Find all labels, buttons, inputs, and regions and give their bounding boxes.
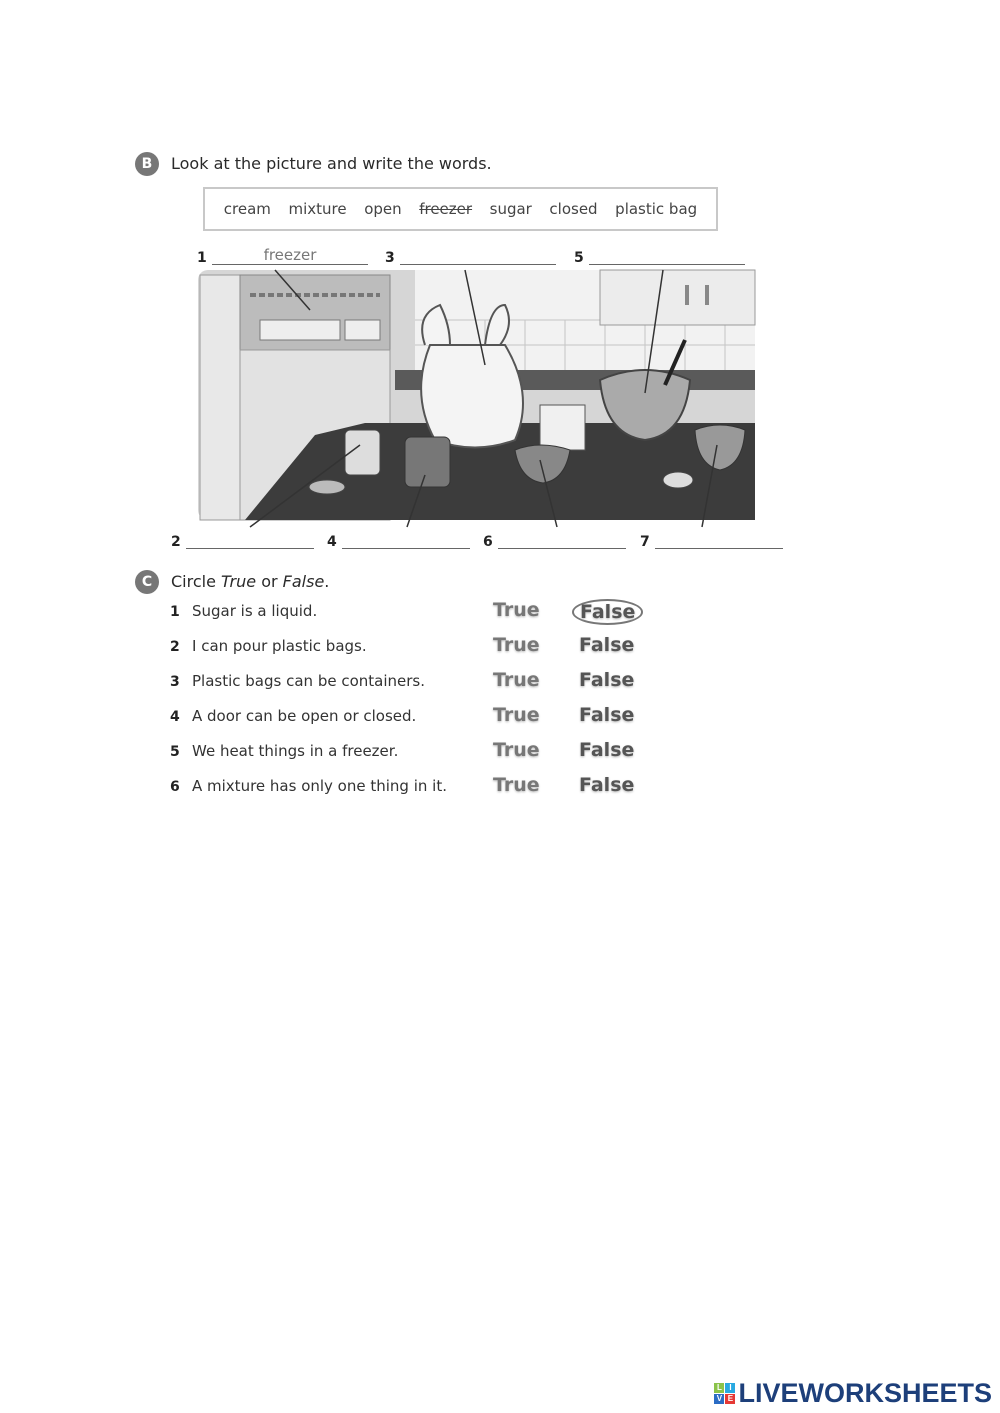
instruction-text: Circle — [171, 572, 222, 591]
tf-question-row: 1 Sugar is a liquid. True False — [170, 599, 670, 625]
tf-question-row: 5 We heat things in a freezer. True Fals… — [170, 739, 670, 765]
question-text: I can pour plastic bags. — [192, 637, 367, 655]
blank-number: 7 — [640, 534, 650, 550]
blank-number: 3 — [385, 250, 395, 266]
true-option[interactable]: True — [493, 634, 540, 656]
question-text: We heat things in a freezer. — [192, 742, 399, 760]
answer-input-2[interactable] — [186, 530, 314, 549]
false-option[interactable]: False — [572, 599, 644, 625]
question-number: 6 — [170, 779, 180, 795]
question-number: 4 — [170, 709, 180, 725]
question-text: A door can be open or closed. — [192, 707, 417, 725]
question-number: 5 — [170, 744, 180, 760]
question-number: 1 — [170, 604, 180, 620]
false-option[interactable]: False — [579, 704, 635, 726]
word-bank-item: mixture — [288, 200, 347, 218]
kitchen-illustration — [198, 269, 756, 528]
true-option[interactable]: True — [493, 704, 540, 726]
word-bank: cream mixture open freezer sugar closed … — [203, 187, 718, 231]
word-bank-item: open — [364, 200, 402, 218]
question-text: Plastic bags can be containers. — [192, 672, 425, 690]
answer-input-5[interactable] — [589, 246, 745, 265]
instruction-false: False — [282, 572, 325, 591]
word-bank-item: cream — [223, 200, 271, 218]
section-b-badge: B — [135, 152, 159, 176]
question-text: A mixture has only one thing in it. — [192, 777, 447, 795]
blank-number: 2 — [171, 534, 181, 550]
section-c-instruction: Circle True or False. — [171, 572, 329, 591]
answer-input-1[interactable]: freezer — [212, 246, 368, 265]
blank-number: 4 — [327, 534, 337, 550]
section-c-badge: C — [135, 570, 159, 594]
blank-number: 6 — [483, 534, 493, 550]
answer-input-4[interactable] — [342, 530, 470, 549]
tf-question-row: 6 A mixture has only one thing in it. Tr… — [170, 774, 670, 800]
logo-text: LIVEWORKSHEETS — [738, 1378, 992, 1408]
word-bank-item: closed — [549, 200, 598, 218]
instruction-text: or — [256, 572, 283, 591]
word-bank-item-used: freezer — [419, 200, 473, 218]
word-bank-item: sugar — [489, 200, 532, 218]
false-option[interactable]: False — [579, 669, 635, 691]
blank-number: 1 — [197, 250, 207, 266]
tf-question-row: 3 Plastic bags can be containers. True F… — [170, 669, 670, 695]
answer-input-7[interactable] — [655, 530, 783, 549]
tf-question-row: 4 A door can be open or closed. True Fal… — [170, 704, 670, 730]
true-option[interactable]: True — [493, 774, 540, 796]
true-option[interactable]: True — [493, 739, 540, 761]
true-option[interactable]: True — [493, 669, 540, 691]
false-option[interactable]: False — [579, 774, 635, 796]
false-option[interactable]: False — [579, 634, 635, 656]
question-number: 2 — [170, 639, 180, 655]
tf-question-row: 2 I can pour plastic bags. True False — [170, 634, 670, 660]
section-b-instruction: Look at the picture and write the words. — [171, 154, 492, 173]
true-option[interactable]: True — [493, 599, 540, 621]
instruction-text: . — [324, 572, 330, 591]
word-bank-item: plastic bag — [615, 200, 698, 218]
question-number: 3 — [170, 674, 180, 690]
instruction-true: True — [221, 572, 257, 591]
blank-number: 5 — [574, 250, 584, 266]
answer-input-3[interactable] — [400, 246, 556, 265]
false-option[interactable]: False — [579, 739, 635, 761]
question-text: Sugar is a liquid. — [192, 602, 318, 620]
answer-input-6[interactable] — [498, 530, 626, 549]
